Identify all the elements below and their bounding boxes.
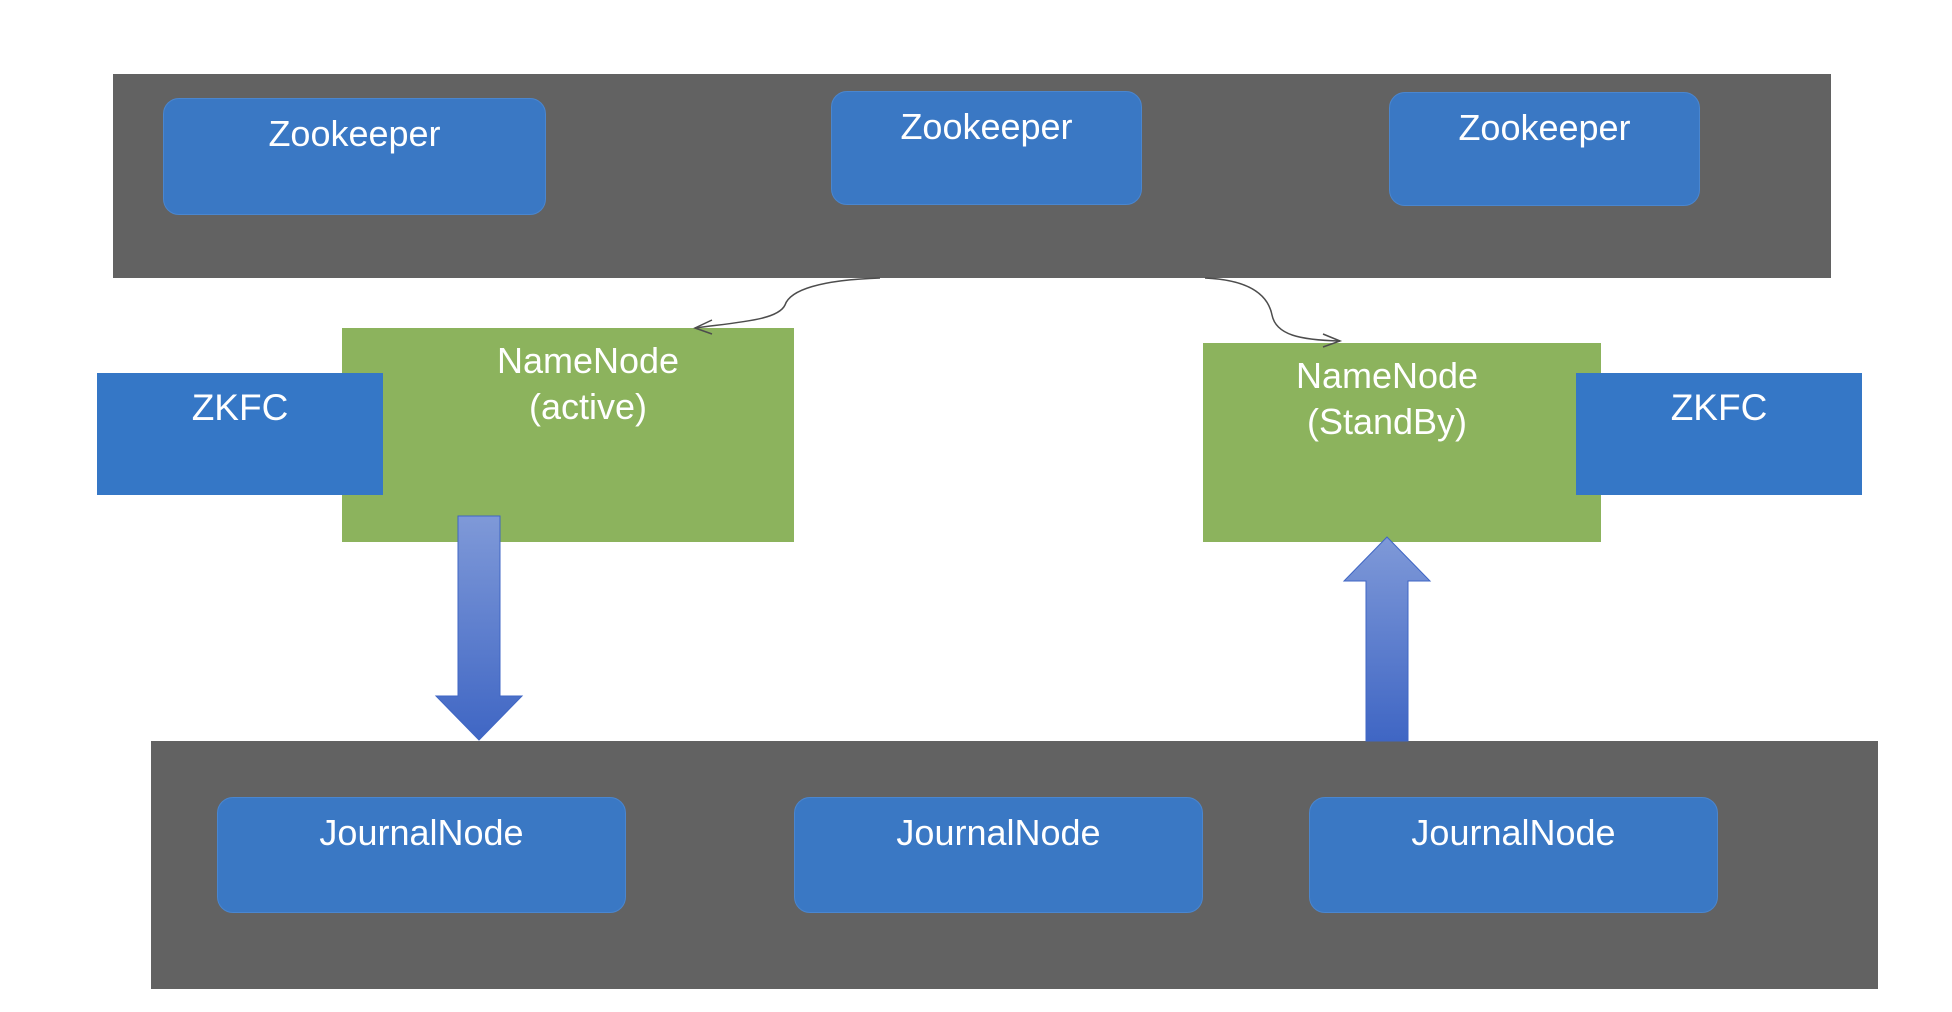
namenode-standby: NameNode (StandBy): [1203, 343, 1601, 542]
namenode-active: NameNode (active): [342, 328, 794, 542]
zkfc-standby: ZKFC: [1576, 373, 1862, 495]
zookeeper-to-standby-arrowhead: [1322, 333, 1343, 348]
zookeeper-to-active-connector: [694, 277, 881, 329]
zookeeper-to-active-arrowhead: [693, 319, 713, 335]
journalnode-1: JournalNode: [217, 797, 626, 913]
zookeeper-node-1: Zookeeper: [163, 98, 546, 215]
zookeeper-node-2-label: Zookeeper: [900, 106, 1073, 147]
journalnode-3: JournalNode: [1309, 797, 1718, 913]
namenode-standby-line1: NameNode: [1295, 355, 1479, 396]
namenode-active-line1: NameNode: [496, 340, 680, 381]
zkfc-active-label: ZKFC: [191, 387, 289, 428]
zookeeper-node-3: Zookeeper: [1389, 92, 1700, 206]
journalnode-2-label: JournalNode: [896, 812, 1101, 853]
active-write-edits-arrow: [434, 515, 524, 741]
zkfc-standby-label: ZKFC: [1670, 387, 1768, 428]
standby-read-edits-arrow: [1342, 536, 1432, 742]
journalnode-1-label: JournalNode: [319, 812, 524, 853]
zookeeper-node-2: Zookeeper: [831, 91, 1142, 205]
namenode-standby-line2: (StandBy): [1306, 401, 1468, 442]
journalnode-2: JournalNode: [794, 797, 1203, 913]
zookeeper-to-standby-connector: [1204, 277, 1341, 342]
zookeeper-node-3-label: Zookeeper: [1458, 107, 1631, 148]
zookeeper-node-1-label: Zookeeper: [268, 113, 441, 154]
zkfc-active: ZKFC: [97, 373, 383, 495]
journalnode-3-label: JournalNode: [1411, 812, 1616, 853]
namenode-active-line2: (active): [528, 386, 648, 427]
